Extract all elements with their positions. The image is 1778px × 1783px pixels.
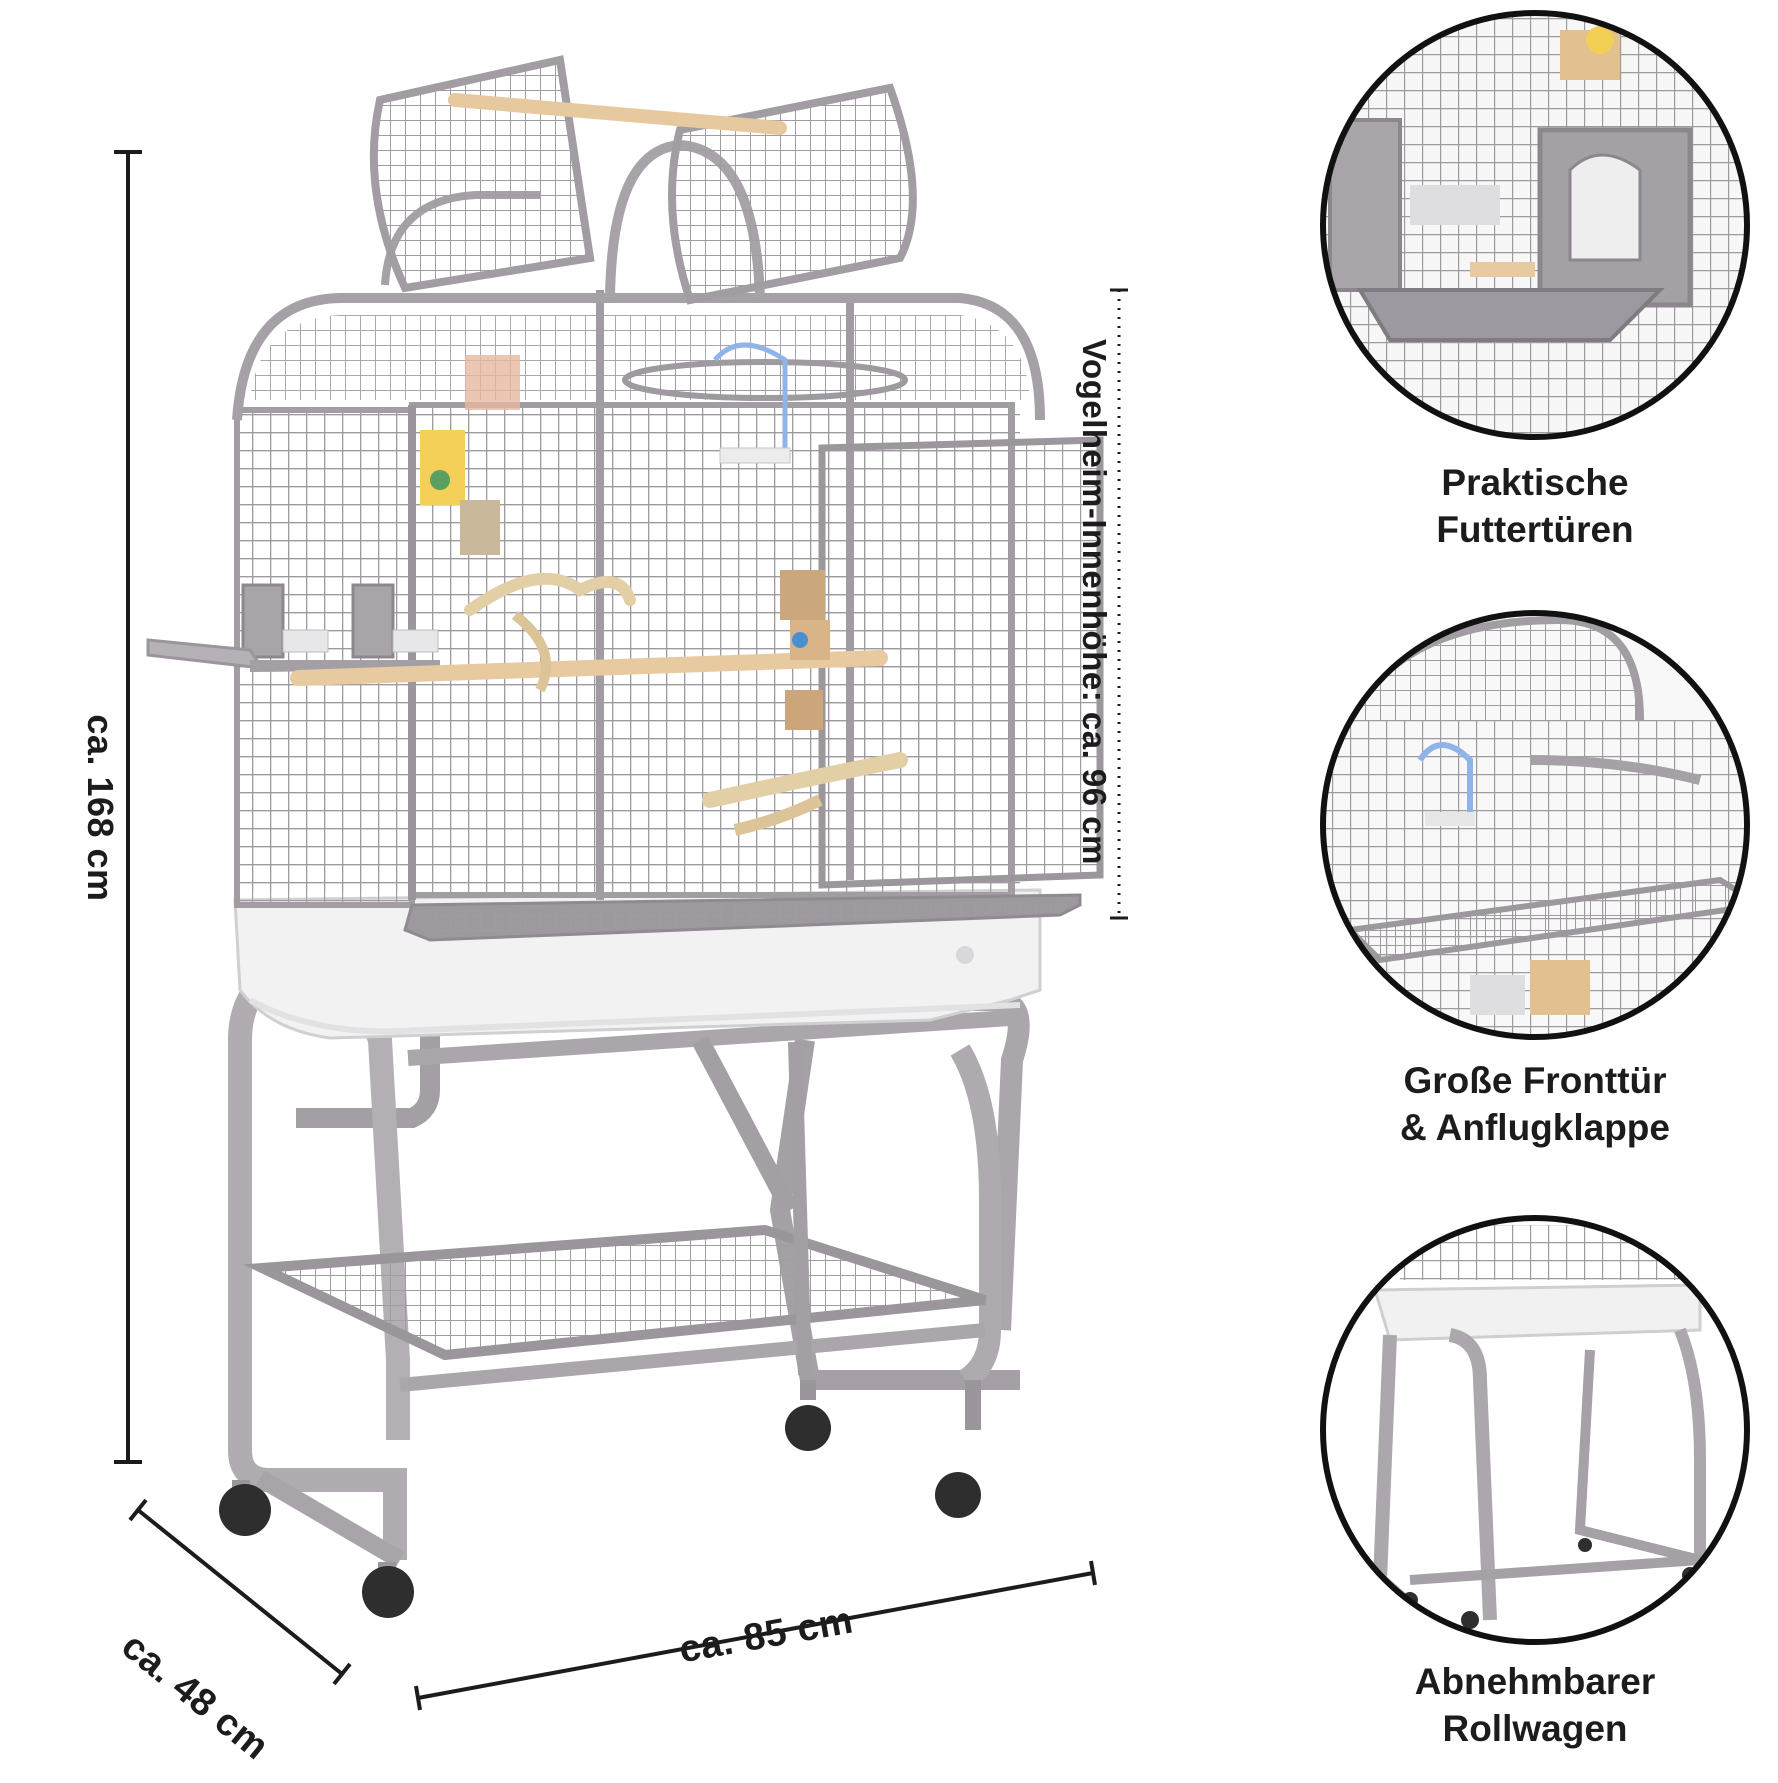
feeding-doors [146, 583, 440, 672]
perches-and-toys [290, 342, 908, 836]
height-label: ca. 168 cm [80, 714, 121, 902]
rolling-stand [219, 949, 1030, 1618]
feature-caption-front-door: Große Fronttür & Anflugklappe [1400, 1060, 1670, 1148]
dimension-depth-line [128, 1498, 352, 1686]
feature-caption-feeding-doors: Praktische Futtertüren [1436, 462, 1634, 550]
detail-front-door-icon [1320, 610, 1750, 1040]
dimension-height-line [114, 150, 142, 1464]
detail-feeding-door-icon [1320, 10, 1750, 440]
feature-caption-rolling-stand: Abnehmbarer Rollwagen [1414, 1661, 1656, 1749]
wheel-icon [219, 1380, 981, 1618]
inner-height-label: Vogelheim-Innenhöhe: ca. 96 cm [1076, 338, 1113, 865]
dimension-inner-height-line [1110, 288, 1128, 920]
opening-roof [369, 55, 917, 401]
detail-rolling-stand-icon [1320, 1215, 1750, 1645]
dimension-width-line [414, 1560, 1097, 1711]
